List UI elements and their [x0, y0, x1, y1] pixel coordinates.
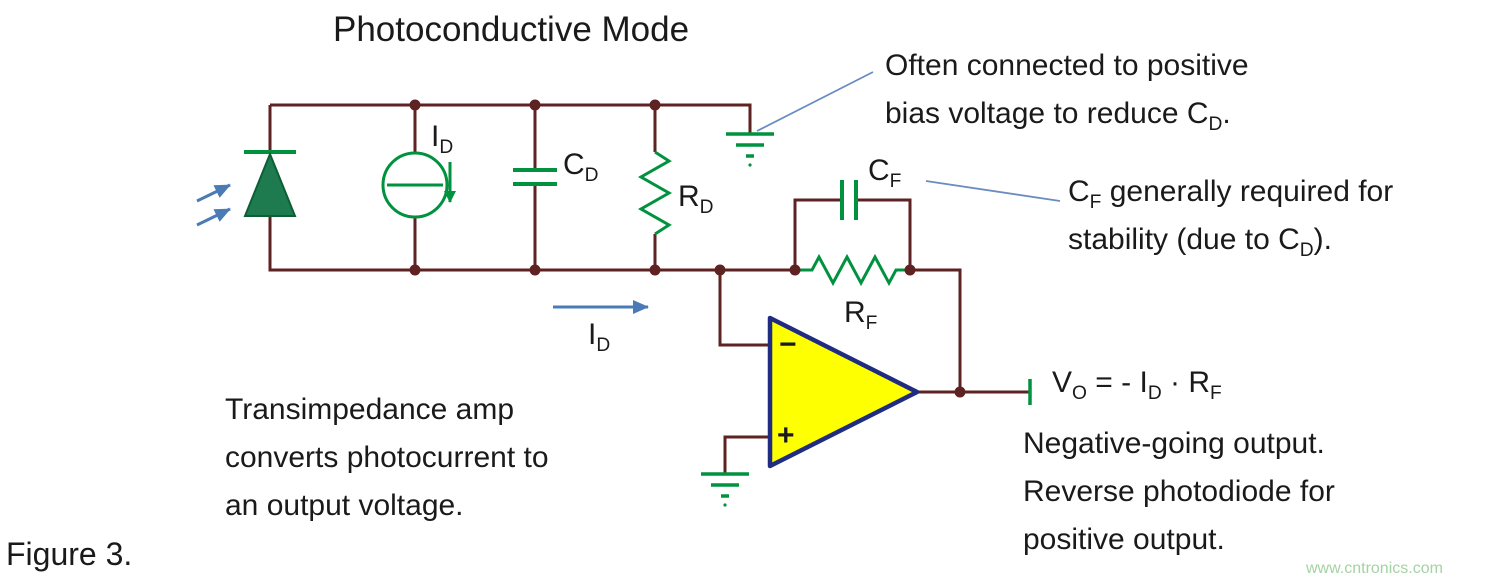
note-text: bias voltage to reduce C: [885, 97, 1209, 130]
label-text: I: [588, 318, 597, 351]
note-stability: CF generally required for stability (due…: [1068, 168, 1393, 264]
opamp-minus-label: −: [779, 328, 797, 361]
note-text: positive output.: [1023, 523, 1225, 556]
label-feedback-cap: CF: [868, 154, 901, 192]
note-stability-line2: stability (due to CD).: [1068, 216, 1393, 264]
note-bias: Often connected to positive bias voltage…: [885, 42, 1249, 138]
junction-capacitor-icon: [513, 168, 557, 186]
label-text: R: [844, 296, 866, 329]
figure-label: Figure 3.: [6, 536, 133, 572]
diagram-title: Photoconductive Mode: [333, 10, 690, 49]
current-source-icon: [381, 151, 456, 219]
label-text: C: [868, 154, 890, 187]
callout-line-bias: [756, 71, 874, 132]
note-output: Negative-going output. Reverse photodiod…: [1023, 420, 1335, 564]
note-text: .: [1222, 97, 1231, 130]
note-text: stability (due to C: [1068, 223, 1300, 256]
label-photocurrent: ID: [588, 318, 610, 356]
note-text: Negative-going output.: [1023, 427, 1325, 460]
label-subscript: D: [596, 335, 611, 356]
label-current-source: ID: [431, 120, 453, 158]
label-subscript: F: [865, 313, 878, 334]
formula-subscript: D: [1147, 383, 1162, 404]
watermark: www.cntronics.com: [1306, 560, 1443, 577]
note-subscript: D: [1208, 114, 1223, 135]
label-text: R: [678, 180, 700, 213]
label-subscript: D: [439, 137, 454, 158]
note-subscript: D: [1299, 240, 1314, 261]
note-text: converts photocurrent to: [225, 441, 549, 474]
opamp-plus-label: +: [777, 419, 795, 452]
label-shunt-resistor: RD: [678, 180, 714, 218]
formula-subscript: O: [1072, 383, 1087, 404]
label-subscript: F: [889, 171, 902, 192]
note-text: Often connected to positive: [885, 49, 1249, 82]
ground-top-icon: [726, 132, 774, 167]
label-subscript: D: [699, 197, 714, 218]
note-text: C: [1068, 175, 1090, 208]
note-text: an output voltage.: [225, 489, 464, 522]
junction-dots: [409, 99, 966, 398]
formula-text: = - I: [1086, 366, 1148, 399]
note-output-line3: positive output.: [1023, 516, 1335, 564]
formula-subscript: F: [1210, 383, 1222, 404]
label-text: C: [563, 148, 585, 181]
wires: [268, 103, 1030, 473]
light-arrows-icon: [196, 183, 231, 227]
ground-bottom-icon: [701, 472, 749, 507]
callout-line-stability: [925, 180, 1061, 202]
note-transimpedance: Transimpedance amp converts photocurrent…: [225, 386, 549, 530]
note-text: ).: [1313, 223, 1332, 256]
note-transimpedance-line3: an output voltage.: [225, 482, 549, 530]
label-feedback-resistor: RF: [844, 296, 877, 334]
feedback-resistor-icon: [795, 253, 910, 287]
opamp-icon: [767, 315, 920, 469]
output-formula: VO = - ID · RF: [1052, 366, 1222, 404]
feedback-capacitor-icon: [840, 180, 858, 220]
note-text: Transimpedance amp: [225, 393, 515, 426]
note-bias-line2: bias voltage to reduce CD.: [885, 90, 1249, 138]
note-text: Reverse photodiode for: [1023, 475, 1335, 508]
note-transimpedance-line1: Transimpedance amp: [225, 386, 549, 434]
label-text: I: [431, 120, 440, 153]
label-subscript: D: [584, 165, 599, 186]
formula-text: · R: [1161, 366, 1210, 399]
note-subscript: F: [1089, 192, 1102, 213]
shunt-resistor-icon: [637, 150, 673, 236]
note-stability-line1: CF generally required for: [1068, 168, 1393, 216]
photodiode-icon: [243, 150, 297, 217]
note-output-line2: Reverse photodiode for: [1023, 468, 1335, 516]
note-bias-line1: Often connected to positive: [885, 42, 1249, 90]
note-transimpedance-line2: converts photocurrent to: [225, 434, 549, 482]
label-junction-cap: CD: [563, 148, 599, 186]
note-output-line1: Negative-going output.: [1023, 420, 1335, 468]
note-text: generally required for: [1101, 175, 1394, 208]
formula-text: V: [1052, 366, 1073, 399]
